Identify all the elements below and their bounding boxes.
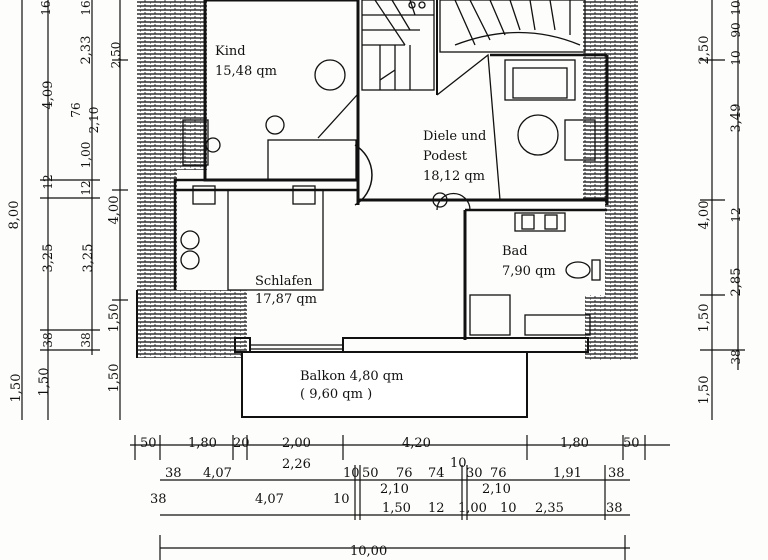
dim-right-outer-3: 1,50 (697, 304, 712, 333)
dim-right-outer-4: 1,50 (697, 376, 712, 405)
dim-left-mid-6: 1,50 (37, 368, 52, 397)
dim-bottom-r3-6: 1,00 (458, 501, 487, 516)
balcony-slab (241, 351, 528, 418)
dim-bottom-r2-3: 50 (362, 466, 379, 481)
room-kind-area: 15,48 qm (215, 64, 277, 79)
dim-left-mid-1: 76 (69, 102, 83, 117)
dim-bottom-r2-4: 76 (396, 466, 413, 481)
dim-bottom-r2-1: 4,07 (203, 466, 232, 481)
right-dimension-lines (700, 0, 745, 420)
dim-bottom-r3-4: 1,50 (382, 501, 411, 516)
dim-left-inner-1: 2,10 (87, 107, 101, 134)
dim-left-mid-0: 2,33 (79, 36, 94, 65)
dim-left-mid-4: 3,25 (81, 244, 96, 273)
dim-bottom-r1-6: 50 (623, 436, 640, 451)
room-bad-area: 7,90 qm (502, 264, 556, 279)
dim-bottom-r3-1: 4,07 (255, 492, 284, 507)
door-leaf-kind (317, 94, 358, 139)
room-balkon-name: Balkon 4,80 qm (300, 369, 403, 384)
door-arc-bad (436, 192, 471, 211)
room-schlafen-area: 17,87 qm (255, 292, 317, 307)
dim-bottom-r2-8: 76 (490, 466, 507, 481)
dim-left-outer-0: 4,09 (41, 81, 56, 110)
dim-bottom-r3-7: 2,10 (482, 482, 511, 497)
dim-right-outer-1: 3,49 (729, 104, 744, 133)
door-arc-diele (354, 144, 373, 206)
dim-bottom-r2-0: 38 (165, 466, 182, 481)
staircase (361, 0, 586, 91)
dim-right-inner-4: 2,85 (729, 268, 744, 297)
stair-railing (436, 53, 501, 201)
dim-bottom-r2-7: 30 (466, 466, 483, 481)
left-dimension-lines (21, 0, 128, 420)
room-diele-name2: Podest (423, 149, 468, 164)
room-bad-name: Bad (502, 244, 528, 259)
dim-bottom-r1-0: 50 (140, 436, 157, 451)
dim-bottom-r1-2: 20 (233, 436, 250, 451)
dim-bottom-r2-10: 38 (608, 466, 625, 481)
dim-left-outer-3: 38 (41, 332, 55, 347)
dim-bottom-r1b: 2,26 (282, 457, 311, 472)
room-diele-name1: Diele und (423, 129, 486, 144)
dim-left-mid-2: 1,00 (79, 142, 93, 169)
dim-left-outer-4: 1,50 (9, 374, 24, 403)
dim-bottom-r3-10: 38 (606, 501, 623, 516)
dim-left-inner-5: 1,50 (107, 364, 122, 393)
dim-left-inner-3: 4,00 (107, 196, 122, 225)
dim-left-top-0: 16 (39, 0, 53, 15)
dim-right-outer-0: 2,50 (697, 36, 712, 65)
dim-bottom-r2-2: 10 (343, 466, 360, 481)
room-diele-area: 18,12 qm (423, 169, 485, 184)
dim-left-outer-2: 3,25 (41, 244, 56, 273)
dim-left-inner-2: 2,50 (109, 42, 123, 69)
roof-hatch (137, 0, 638, 360)
furniture (180, 59, 601, 336)
dim-bottom-r1-5: 1,80 (560, 436, 589, 451)
room-kind-name: Kind (215, 44, 246, 59)
dim-right-inner-3: 12 (729, 207, 743, 222)
room-balkon-sub: ( 9,60 qm ) (300, 387, 372, 402)
bottom-dimension-lines (130, 435, 670, 560)
dim-left-inner-0: 16 (79, 0, 93, 15)
dim-left-outer-1: 12 (41, 174, 55, 189)
dim-bottom-r3-8: 10 (500, 501, 517, 516)
dim-left-inner-4: 1,50 (107, 304, 122, 333)
dim-right-outer-2: 4,00 (697, 201, 712, 230)
dim-bottom-r2-6: 10 (450, 456, 467, 471)
dim-bottom-r2-9: 1,91 (553, 466, 582, 481)
dim-right-inner-0: 10 (729, 0, 743, 15)
dim-bottom-r3-3: 2,10 (380, 482, 409, 497)
dim-right-inner-5: 38 (729, 349, 743, 364)
dim-bottom-r1-4: 4,20 (402, 436, 431, 451)
dim-bottom-r1-1: 1,80 (188, 436, 217, 451)
dim-left-total: 8,00 (7, 201, 22, 230)
dim-bottom-r3-5: 12 (428, 501, 445, 516)
dim-bottom-total: 10,00 (350, 544, 387, 559)
dim-right-inner-1: 90 (729, 22, 743, 37)
dim-bottom-r1-3: 2,00 (282, 436, 311, 451)
dim-right-inner-2: 10 (729, 50, 743, 65)
room-schlafen-name: Schlafen (255, 274, 313, 289)
dim-bottom-r3-0: 38 (150, 492, 167, 507)
dim-left-mid-5: 38 (79, 332, 93, 347)
dim-left-mid-3: 12 (79, 180, 93, 195)
dim-bottom-r3-2: 10 (333, 492, 350, 507)
dim-bottom-r2-5: 74 (428, 466, 445, 481)
dim-bottom-r3-9: 2,35 (535, 501, 564, 516)
